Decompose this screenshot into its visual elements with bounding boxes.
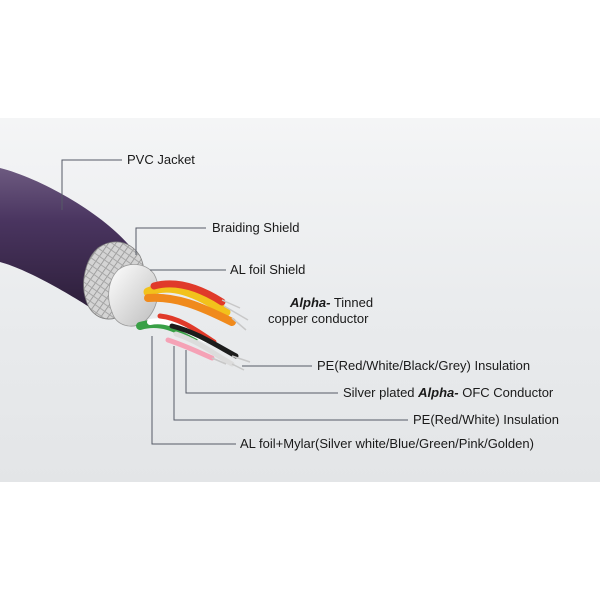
- label-braiding-shield: Braiding Shield: [212, 220, 300, 235]
- label-tinned-conductor-line2: copper conductor: [268, 311, 369, 326]
- upper-wire-bundle: [143, 280, 249, 331]
- label-al-foil-shield: AL foil Shield: [230, 262, 306, 277]
- lower-wire-bundle: [136, 313, 251, 371]
- brand-alpha: Alpha-: [418, 385, 459, 400]
- label-pe-insulation-4: PE(Red/White/Black/Grey) Insulation: [317, 358, 531, 373]
- leader-braiding-shield: [135, 227, 206, 255]
- label-pe-insulation-2: PE(Red/White) Insulation: [413, 412, 559, 427]
- brand-alpha: Alpha-: [290, 295, 331, 310]
- label-al-foil-mylar: AL foil+Mylar(Silver white/Blue/Green/Pi…: [240, 436, 534, 451]
- label-silver-conductor: Silver plated Alpha- OFC Conductor: [343, 385, 554, 400]
- label-tinned-conductor: Alpha- Tinned: [290, 295, 374, 310]
- leader-al-foil-mylar: [151, 336, 236, 445]
- label-pvc-jacket: PVC Jacket: [127, 152, 195, 167]
- leader-pe-insulation-2: [173, 346, 408, 421]
- leader-silver-conductor: [185, 350, 338, 394]
- leader-pvc-jacket: [61, 159, 122, 210]
